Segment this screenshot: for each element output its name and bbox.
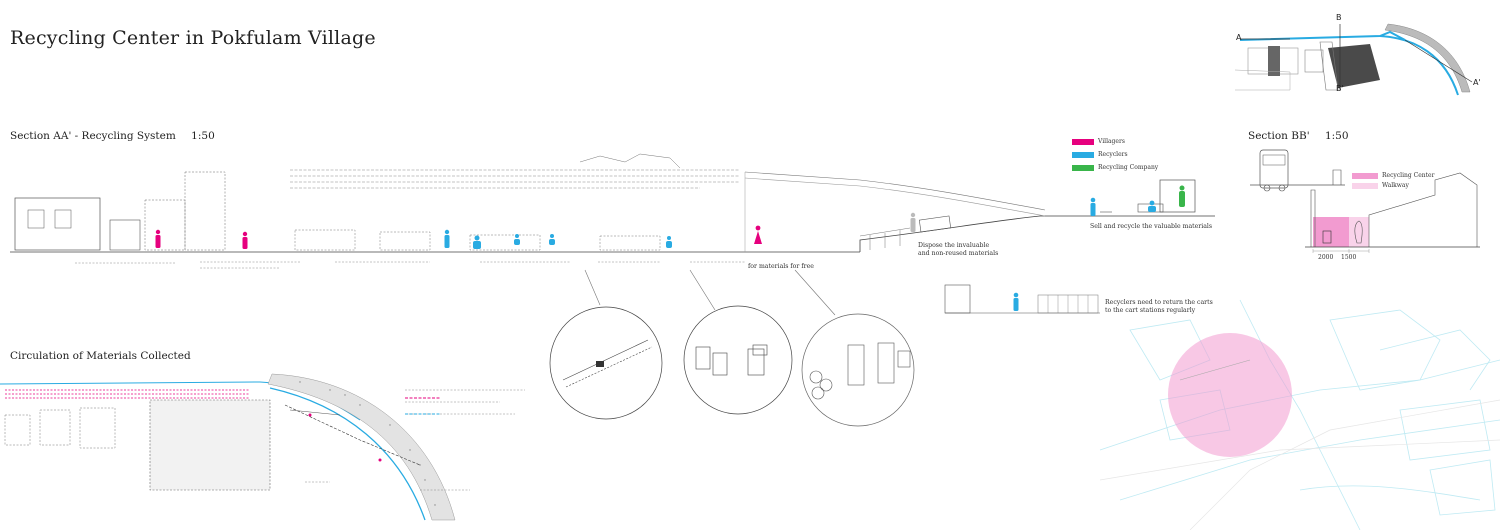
marker-a: A xyxy=(1236,33,1242,42)
annotation-sell: Sell and recycle the valuable materials xyxy=(1090,223,1213,230)
annotation-carts-line-2: to the cart stations regularly xyxy=(1105,306,1196,314)
annotation-dispose-line-2: and non-reused materials xyxy=(918,249,999,257)
section-bb-drawing xyxy=(1250,149,1480,253)
legend-item-villagers: Villagers xyxy=(1072,138,1158,145)
marker-a-prime: A' xyxy=(1473,78,1481,87)
legend-label-company: Recycling Company xyxy=(1098,164,1159,171)
legend-swatch-company xyxy=(1072,164,1094,171)
legend-item-center: Recycling Center xyxy=(1352,172,1434,179)
legend-swatch-recyclers xyxy=(1072,151,1094,158)
legend-swatch-center xyxy=(1352,172,1378,179)
legend-label-center: Recycling Center xyxy=(1382,172,1435,179)
section-aa-title: Section AA' - Recycling System xyxy=(10,130,176,142)
legend-item-company: Recycling Company xyxy=(1072,164,1158,171)
page-title: Recycling Center in Pokfulam Village xyxy=(10,27,376,49)
circulation-heading: Circulation of Materials Collected xyxy=(10,350,191,362)
annotation-carts: Recyclers need to return the carts to th… xyxy=(1105,299,1213,314)
legend-item-walkway: Walkway xyxy=(1352,182,1434,189)
legend-swatch-villagers xyxy=(1072,138,1094,145)
section-aa-legend: Villagers Recyclers Recycling Company xyxy=(1072,138,1158,177)
marker-b: B xyxy=(1336,13,1342,22)
section-bb-title: Section BB' xyxy=(1248,130,1310,142)
annotation-dispose-line-1: Dispose the invaluable xyxy=(918,242,990,249)
section-aa-scale: 1:50 xyxy=(191,130,215,142)
detail-circles xyxy=(549,305,915,427)
annotation-carts-line-1: Recyclers need to return the carts xyxy=(1105,299,1213,306)
section-aa-drawing xyxy=(10,153,1215,316)
section-bb-heading: Section BB' 1:50 xyxy=(1248,130,1349,142)
legend-label-recyclers: Recyclers xyxy=(1098,151,1128,158)
dimension-2000: 2000 xyxy=(1318,254,1334,261)
key-plan xyxy=(1234,23,1473,96)
dimension-1500: 1500 xyxy=(1341,254,1357,261)
legend-label-villagers: Villagers xyxy=(1098,138,1125,145)
section-bb-legend: Recycling Center Walkway xyxy=(1352,172,1434,195)
marker-b-prime: B' xyxy=(1336,84,1344,93)
section-aa-heading: Section AA' - Recycling System 1:50 xyxy=(10,130,215,142)
circulation-map xyxy=(0,373,525,521)
annotation-free: for materials for free xyxy=(748,263,814,270)
section-bb-scale: 1:50 xyxy=(1324,130,1349,142)
legend-swatch-walkway xyxy=(1352,182,1378,189)
legend-item-recyclers: Recyclers xyxy=(1072,151,1158,158)
legend-label-walkway: Walkway xyxy=(1382,182,1409,189)
annotation-dispose: Dispose the invaluable and non-reused ma… xyxy=(918,242,998,257)
site-map xyxy=(1099,299,1500,530)
